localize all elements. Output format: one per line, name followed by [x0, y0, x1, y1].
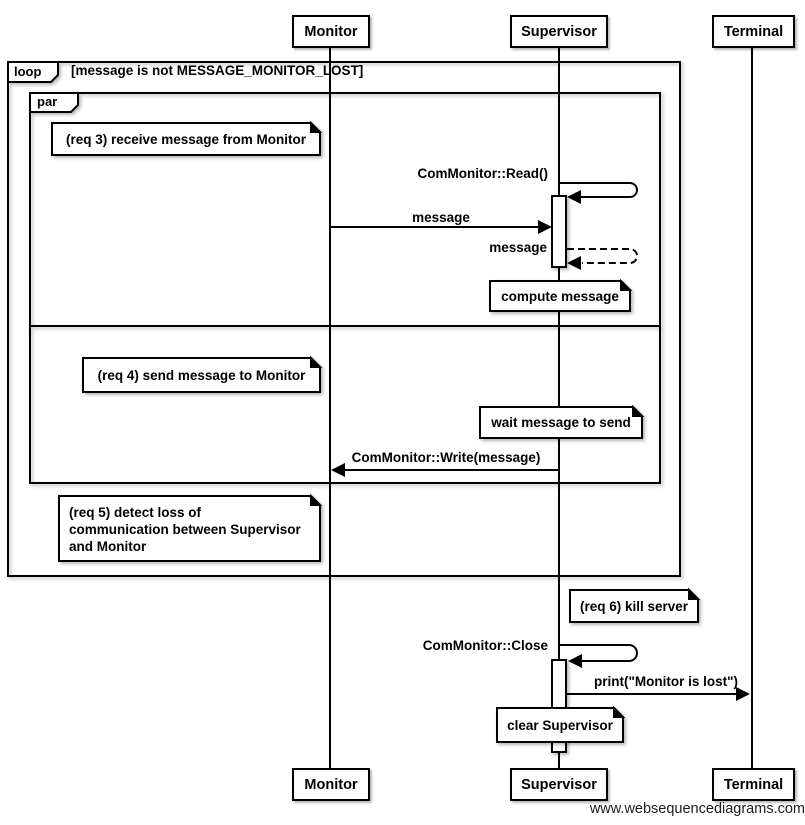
note-clear-fold-icon [613, 705, 626, 718]
message-arrowhead-icon [538, 220, 552, 234]
par-frame-label: par [37, 94, 58, 109]
note-req5-shape [58, 495, 321, 562]
message-arrow [331, 220, 552, 234]
actor-bottom-terminal-label: Terminal [723, 776, 784, 793]
actor-top-terminal-label: Terminal [723, 23, 784, 40]
message-return-arrowhead-icon [567, 256, 581, 270]
actor-bottom-supervisor-label: Supervisor [521, 776, 597, 793]
par-frame [29, 92, 661, 484]
loop-frame-border [7, 61, 681, 577]
actor-bottom-monitor-label: Monitor [304, 776, 358, 793]
note-wait-fold-icon [632, 404, 645, 417]
actor-top-monitor-label: Monitor [304, 23, 358, 40]
actor-top-terminal: Terminal [712, 15, 795, 48]
note-wait-shape [479, 406, 643, 439]
actor-top-monitor: Monitor [292, 15, 370, 48]
actor-top-supervisor-label: Supervisor [521, 23, 597, 40]
note-req5-fold-icon [310, 493, 323, 506]
write-label: ComMonitor::Write(message) [351, 450, 541, 465]
par-frame-label-pentagon [29, 92, 79, 113]
note-req3-text: (req 3) receive message from Monitor [65, 131, 307, 147]
note-req6-text: (req 6) kill server [579, 598, 689, 614]
note-compute-text: compute message [501, 288, 619, 304]
note-clear-shape [496, 707, 624, 743]
loop-frame-label-pentagon [7, 61, 59, 83]
read-arrowhead-icon [567, 190, 581, 204]
par-frame-border [29, 92, 661, 484]
note-req6-shape [569, 589, 699, 623]
note-req4-shape [82, 357, 321, 393]
message-return-label: message [489, 240, 547, 255]
actor-top-supervisor: Supervisor [510, 15, 608, 48]
note-req4-text: (req 4) send message to Monitor [97, 367, 306, 383]
note-req3-fold-icon [310, 120, 323, 133]
print-arrow [567, 687, 750, 701]
notes [51, 120, 701, 743]
close-self-call-label: ComMonitor::Close [422, 638, 548, 653]
watermark: www.websequencediagrams.com [589, 801, 805, 817]
read-self-call-arrow [560, 182, 638, 204]
close-self-call-arrow [560, 644, 638, 668]
loop-frame-label: loop [14, 64, 42, 79]
write-arrow [331, 463, 559, 477]
note-req6-fold-icon [688, 587, 701, 600]
message-in-label: message [412, 210, 470, 225]
read-self-call-label: ComMonitor::Read() [417, 166, 548, 181]
note-req3-shape [51, 122, 321, 156]
note-clear-text: clear Supervisor [507, 717, 613, 733]
loop-guard-text: [message is not MESSAGE_MONITOR_LOST] [71, 63, 364, 78]
print-arrowhead-icon [736, 687, 750, 701]
note-compute-fold-icon [620, 278, 633, 291]
note-compute-shape [489, 280, 631, 312]
activation-bar-read [551, 195, 567, 268]
close-arrowhead-icon [568, 654, 582, 668]
actor-bottom-terminal: Terminal [712, 768, 795, 801]
message-return-arrow [567, 248, 638, 270]
print-label: print("Monitor is lost") [593, 674, 738, 689]
actor-bottom-supervisor: Supervisor [510, 768, 608, 801]
note-req5-text: (req 5) detect loss of communication bet… [69, 504, 301, 554]
note-wait-text: wait message to send [491, 415, 631, 430]
loop-frame [7, 61, 681, 577]
note-req4-fold-icon [310, 355, 323, 368]
actor-bottom-monitor: Monitor [292, 768, 370, 801]
write-arrowhead-icon [331, 463, 345, 477]
